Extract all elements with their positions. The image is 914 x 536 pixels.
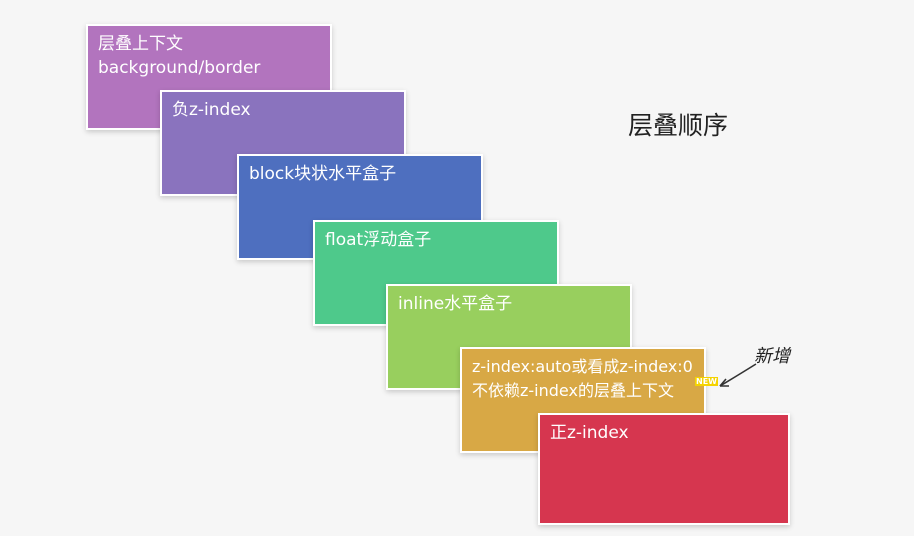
layer-label: block块状水平盒子 xyxy=(249,164,397,184)
layer-positive-z-index: 正z-index xyxy=(538,413,790,525)
annotation-arrow-icon xyxy=(719,363,757,387)
annotation-note: 新增 xyxy=(754,346,790,367)
layer-label: z-index:auto或看成z-index:0 xyxy=(472,357,693,376)
layer-label: 负z-index xyxy=(172,100,251,120)
layer-label: inline水平盒子 xyxy=(398,294,513,314)
layer-sublabel: background/border xyxy=(98,58,261,78)
layer-negative-z-index: 负z-index xyxy=(160,90,406,196)
diagram-title: 层叠顺序 xyxy=(628,111,729,140)
layer-sublabel: 不依赖z-index的层叠上下文 xyxy=(472,381,674,400)
layer-label: 层叠上下文 xyxy=(98,34,183,54)
new-badge: NEW xyxy=(695,377,718,386)
layer-label: 正z-index xyxy=(550,423,629,443)
layer-label: float浮动盒子 xyxy=(325,230,432,250)
